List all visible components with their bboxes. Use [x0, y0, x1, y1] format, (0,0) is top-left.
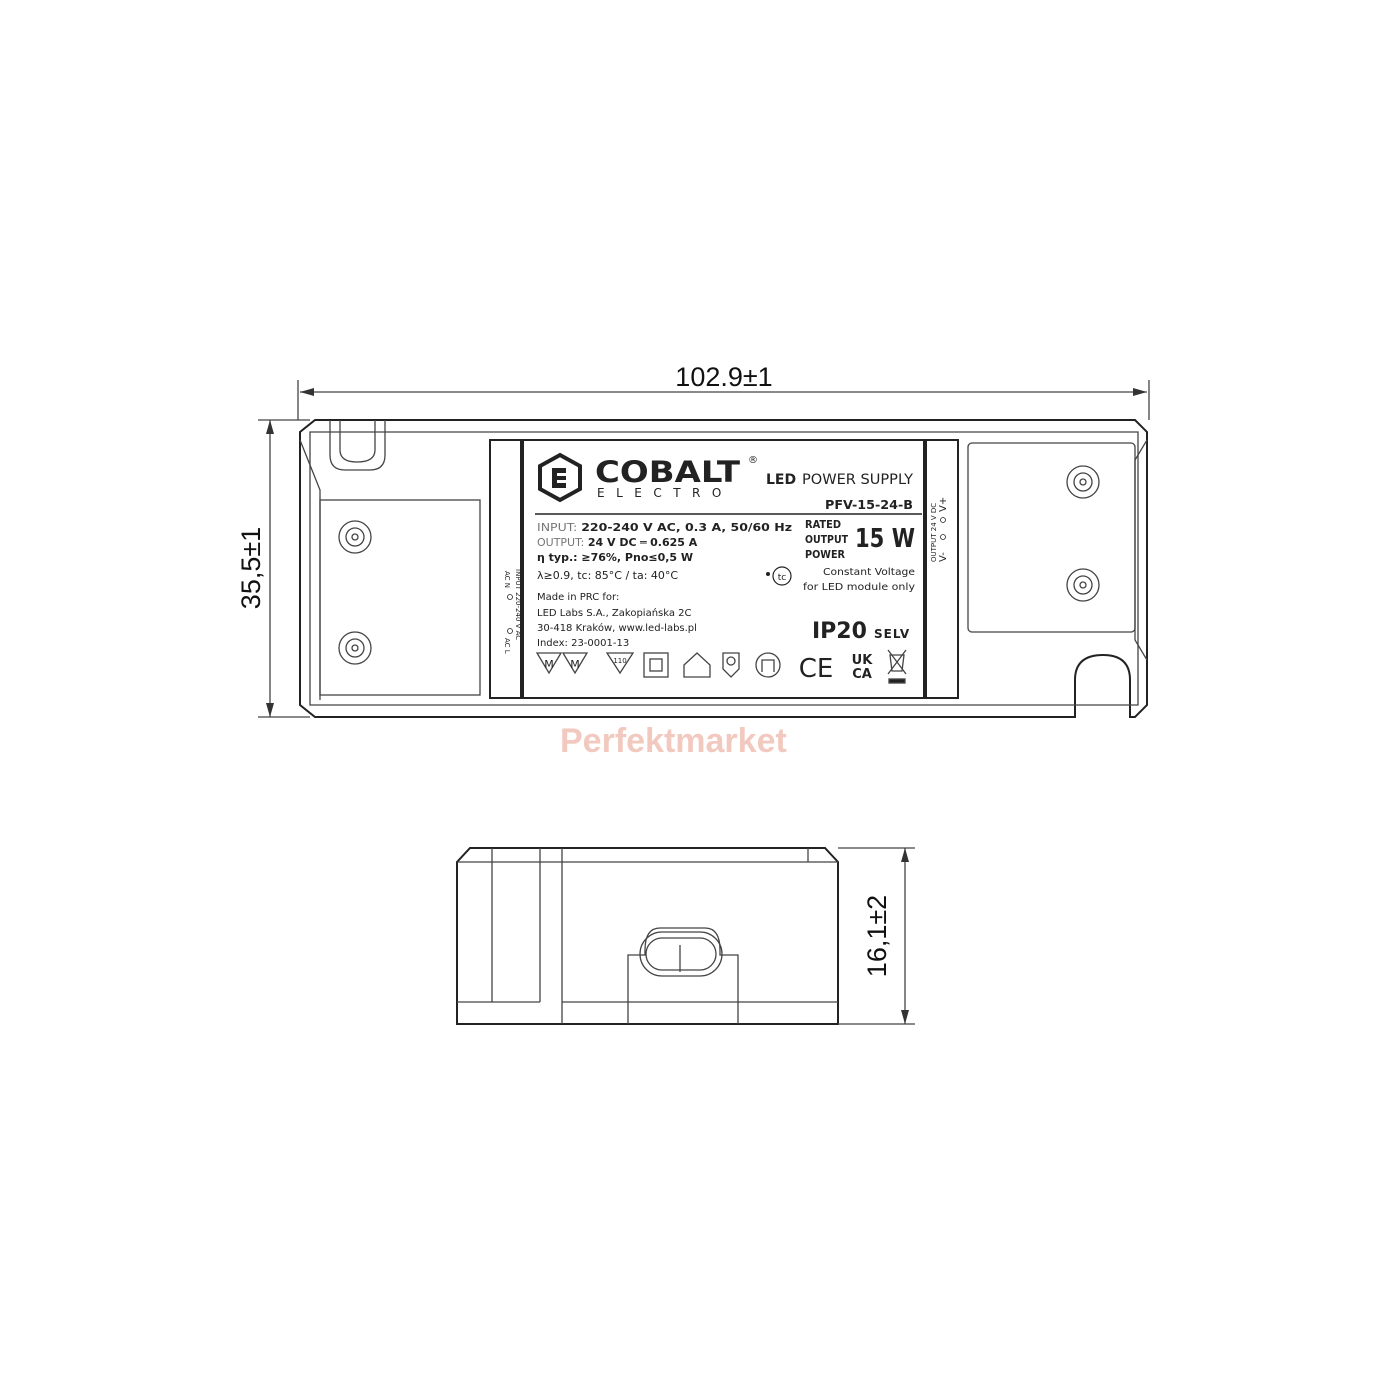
weee-bin-icon — [887, 649, 907, 675]
cable-slot — [639, 931, 723, 977]
svg-text:OUTPUT: 24 V DC ═ 0.625 A: OUTPUT: 24 V DC ═ 0.625 A — [537, 536, 698, 549]
svg-text:30-418 Kraków, www.led-labs.pl: 30-418 Kraków, www.led-labs.pl — [537, 622, 697, 634]
svg-text:AC L: AC L — [503, 638, 511, 654]
temperature-110-icon — [605, 652, 635, 675]
svg-text:UK: UK — [852, 653, 874, 668]
svg-text:OUTPUT 24 V DC: OUTPUT 24 V DC — [930, 503, 938, 562]
ce-mark: CE — [799, 654, 834, 684]
svg-text:V-: V- — [938, 552, 949, 562]
watermark: Perfektmarket — [560, 722, 787, 760]
height-dimension: 16,1±2 — [838, 847, 915, 1025]
product-label: COBALT ® ELECTRO LED POWER SUPPLY PFV-15… — [489, 439, 959, 699]
svg-text:M: M — [544, 658, 554, 671]
svg-text:RATED: RATED — [805, 519, 841, 531]
brand-name: COBALT — [595, 455, 740, 489]
svg-text:Constant Voltage: Constant Voltage — [823, 567, 915, 578]
class-ii-icon — [643, 652, 669, 678]
length-label: 102.9±1 — [675, 362, 772, 392]
input-terminal-block — [319, 499, 481, 696]
indoor-use-icon — [683, 652, 711, 678]
m-mark-icon — [561, 652, 589, 675]
svg-text:for LED module only: for LED module only — [803, 582, 915, 593]
screw-icon — [338, 465, 1100, 665]
svg-text:η typ.: ≥76%, Pno≤0,5 W: η typ.: ≥76%, Pno≤0,5 W — [537, 551, 693, 564]
housing-top-view — [299, 419, 1148, 718]
model-number: PFV-15-24-B — [825, 498, 913, 512]
svg-text:ELECTRO: ELECTRO — [597, 486, 733, 500]
svg-text:Made in PRC for:: Made in PRC for: — [537, 592, 619, 603]
svg-text:LED: LED — [766, 472, 796, 488]
svg-text:SELV: SELV — [874, 627, 910, 641]
svg-text:AC N: AC N — [503, 571, 511, 588]
svg-text:M: M — [570, 658, 580, 671]
svg-text:V+: V+ — [938, 497, 949, 512]
ip-rating: IP20 — [812, 619, 867, 644]
housing-side-view — [456, 847, 839, 1025]
svg-text:POWER SUPPLY: POWER SUPPLY — [802, 472, 913, 488]
rated-power: 15 W — [855, 524, 915, 554]
length-dimension: 102.9±1 — [297, 362, 1150, 420]
svg-text:INPUT: 220-240 V AC, 0.3 A, 50: INPUT: 220-240 V AC, 0.3 A, 50/60 Hz — [537, 521, 792, 534]
safety-transformer-icon — [722, 652, 740, 678]
svg-text:CA: CA — [852, 667, 872, 682]
height-label: 16,1±2 — [862, 895, 892, 977]
width-dimension: 35,5±1 — [236, 419, 310, 718]
svg-text:Index: 23-0001-13: Index: 23-0001-13 — [537, 638, 629, 649]
cobalt-logo-icon — [538, 452, 582, 503]
svg-text:LED Labs S.A., Zakopiańska 2C: LED Labs S.A., Zakopiańska 2C — [537, 607, 692, 619]
luminaire-icon — [755, 652, 781, 678]
certification-icons — [535, 649, 907, 684]
svg-text:tc: tc — [778, 573, 787, 583]
svg-text:INPUT 220-240 V AC: INPUT 220-240 V AC — [514, 569, 522, 640]
svg-text:110: 110 — [613, 657, 626, 665]
output-terminal-block — [967, 442, 1136, 633]
width-label: 35,5±1 — [236, 527, 266, 609]
svg-text:POWER: POWER — [805, 549, 845, 561]
svg-text:®: ® — [748, 455, 758, 466]
m-mark-icon — [535, 652, 563, 675]
svg-text:λ≥0.9, tc: 85°C / ta: 40°C: λ≥0.9, tc: 85°C / ta: 40°C — [537, 569, 678, 582]
svg-text:OUTPUT: OUTPUT — [805, 534, 849, 546]
tc-point-icon — [772, 566, 792, 586]
